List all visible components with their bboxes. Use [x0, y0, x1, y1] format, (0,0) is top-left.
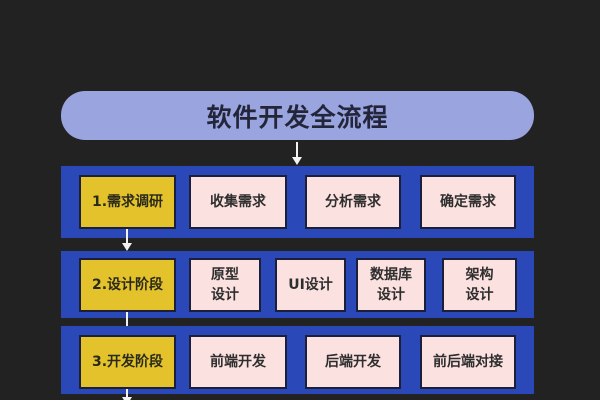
arrow-stage3-continue — [122, 389, 132, 400]
task-frontend-backend-integration: 前后端对接 — [420, 335, 516, 389]
stage-2-node: 2.设计阶段 — [79, 258, 176, 312]
task-collect-requirements: 收集需求 — [189, 175, 287, 229]
stage-3-node: 3.开发阶段 — [79, 335, 176, 389]
task-architecture-design: 架构 设计 — [442, 258, 517, 312]
task-label: 数据库 设计 — [370, 267, 412, 303]
task-confirm-requirements: 确定需求 — [420, 175, 516, 229]
task-label: 分析需求 — [325, 194, 381, 210]
task-label: 架构 设计 — [465, 267, 494, 303]
task-database-design: 数据库 设计 — [356, 258, 426, 312]
task-label: 前端开发 — [210, 354, 266, 370]
title-text: 软件开发全流程 — [206, 102, 389, 132]
task-label: 确定需求 — [440, 194, 496, 210]
task-label: UI设计 — [288, 277, 333, 293]
stage-1-node: 1.需求调研 — [79, 175, 176, 229]
stage-3-label: 3.开发阶段 — [91, 354, 164, 370]
task-label: 后端开发 — [325, 354, 381, 370]
task-label: 前后端对接 — [433, 354, 503, 370]
task-frontend-dev: 前端开发 — [189, 335, 287, 389]
stage-2-label: 2.设计阶段 — [91, 277, 164, 293]
task-label: 原型 设计 — [211, 267, 239, 303]
task-analyze-requirements: 分析需求 — [305, 175, 401, 229]
stage-1-label: 1.需求调研 — [91, 194, 164, 210]
task-label: 收集需求 — [210, 194, 266, 210]
arrow-title-to-stage1 — [292, 142, 302, 165]
task-ui-design: UI设计 — [275, 258, 346, 312]
task-prototype-design: 原型 设计 — [189, 258, 261, 312]
task-backend-dev: 后端开发 — [305, 335, 401, 389]
title-node: 软件开发全流程 — [61, 91, 534, 140]
arrow-stage1-to-stage2 — [122, 229, 132, 251]
